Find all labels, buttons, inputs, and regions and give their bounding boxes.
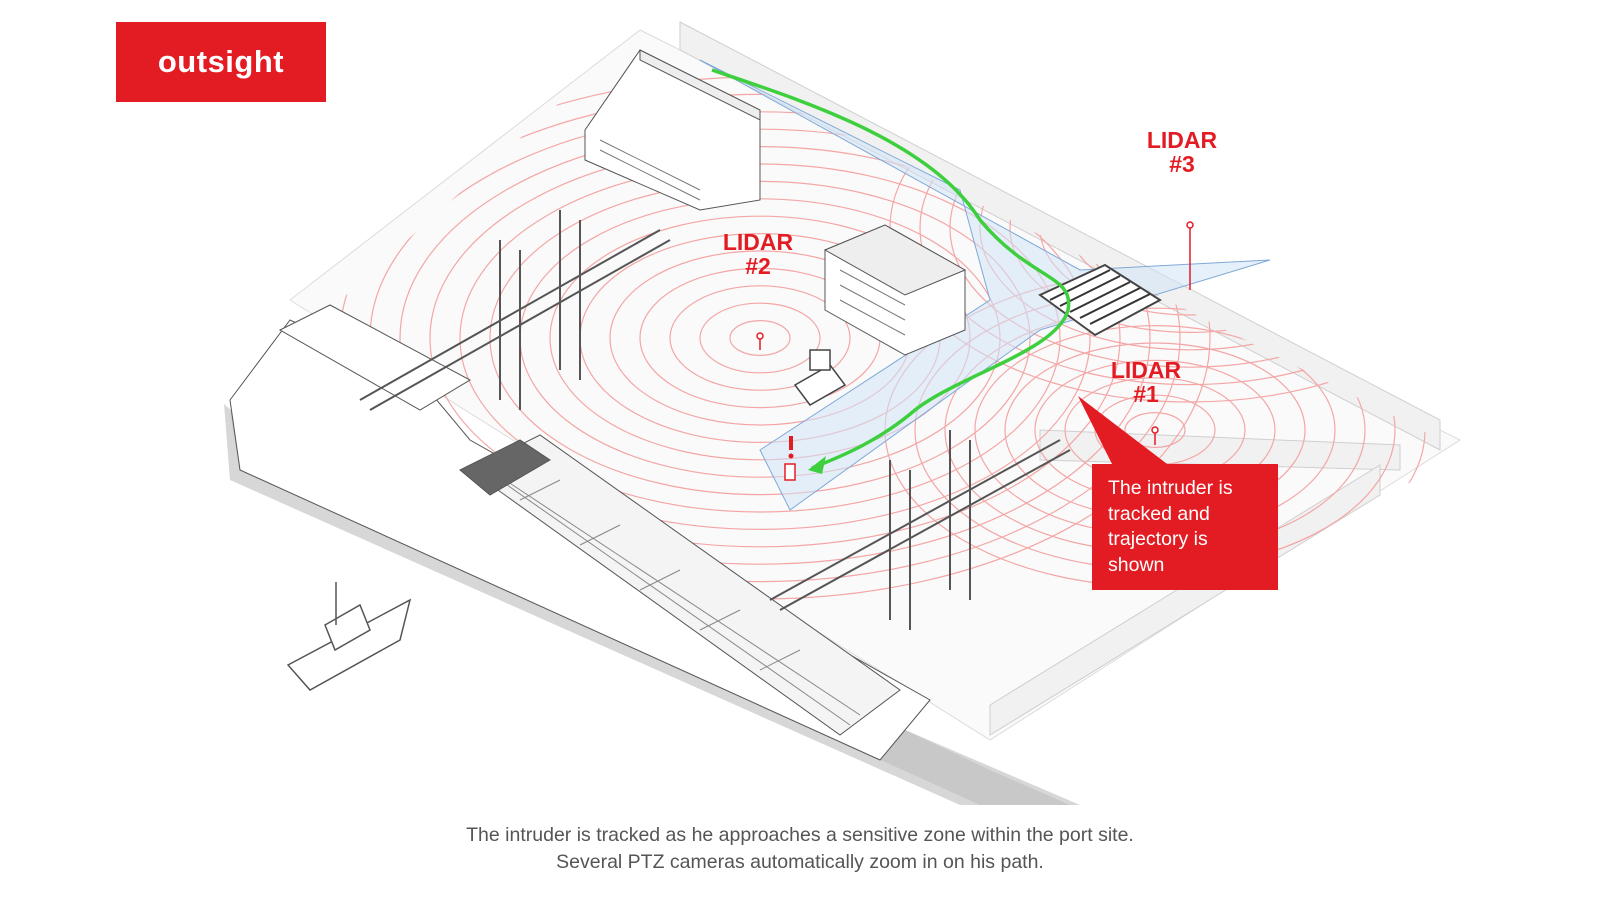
- lidar-3-label: LIDAR #3: [1146, 127, 1218, 177]
- lidar-ring: [729, 320, 791, 357]
- callout-pointer: [1078, 396, 1175, 470]
- intruder-trajectory: [711, 68, 1071, 470]
- caption-line-1: The intruder is tracked as he approaches…: [466, 824, 1134, 846]
- lidar-ring: [699, 302, 821, 374]
- forklift: [793, 349, 847, 406]
- trajectory-arrowhead: [808, 456, 826, 474]
- container-stacks: [584, 49, 967, 356]
- sensitive-zone: [699, 59, 1271, 511]
- lidar-1-label: LIDAR #1: [1110, 357, 1182, 407]
- lidar-poles: [756, 221, 1194, 445]
- lidar-ring: [669, 285, 851, 391]
- lidar-ring: [1124, 412, 1186, 449]
- callout-text: The intruder is tracked and trajectory i…: [1108, 477, 1233, 576]
- intruder-icon: [784, 463, 796, 481]
- gantry-cranes: [359, 210, 1071, 630]
- intruder-callout: The intruder is tracked and trajectory i…: [1092, 464, 1278, 590]
- caption-line-2: Several PTZ cameras automatically zoom i…: [556, 851, 1044, 873]
- small-boat: [286, 582, 412, 691]
- logo-text: outsight: [157, 44, 285, 79]
- outsight-logo: outsight: [116, 22, 326, 102]
- alert-icon: [788, 436, 794, 459]
- lidar-2-label: LIDAR #2: [722, 229, 794, 279]
- cargo-ship: [229, 304, 931, 761]
- crosswalk: [1038, 263, 1162, 337]
- figure-caption: The intruder is tracked as he approaches…: [0, 822, 1600, 876]
